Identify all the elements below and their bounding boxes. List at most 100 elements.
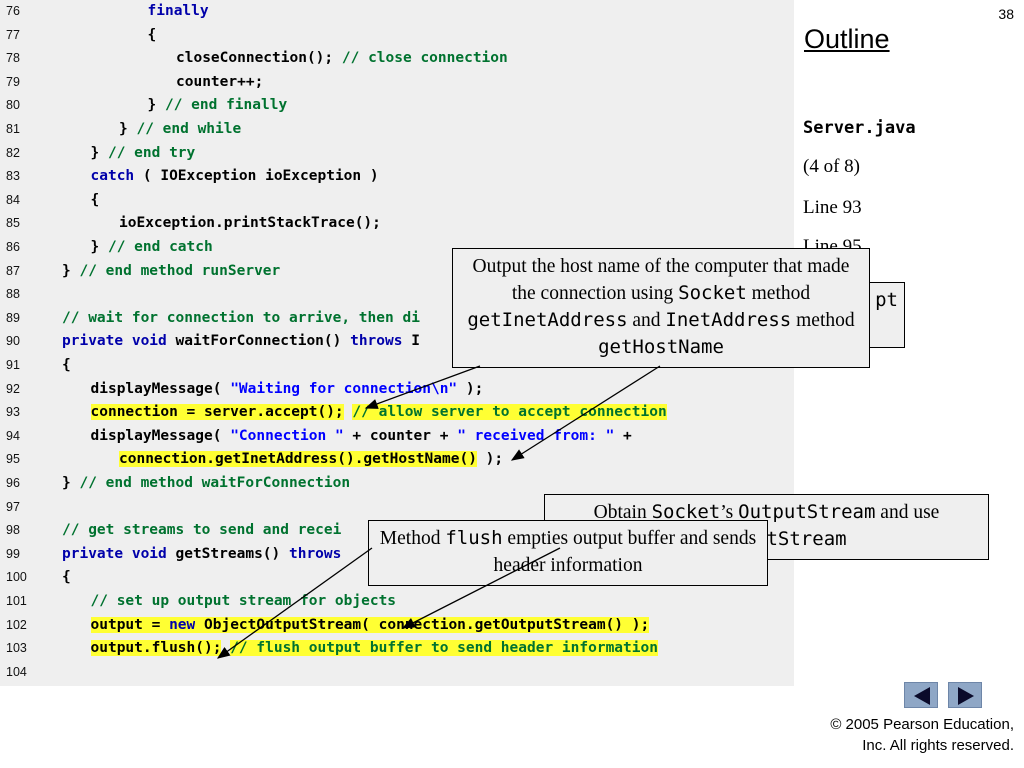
code-token: output = <box>90 616 170 633</box>
code-line: 84 { <box>0 189 794 213</box>
line-number: 99 <box>6 546 20 561</box>
line-number: 98 <box>6 523 20 538</box>
code-token: counter++; <box>176 73 264 90</box>
line-number: 92 <box>6 381 20 396</box>
code-line: 104 <box>0 661 794 685</box>
code-token: } <box>62 262 80 279</box>
code-token: ioException.printStackTrace(); <box>119 215 381 232</box>
code-line: 80} // end finally <box>0 94 794 118</box>
code-line: 96} // end method waitForConnection <box>0 472 794 496</box>
code-token: ); <box>476 451 504 468</box>
code-token: throws <box>350 333 403 350</box>
code-line: 79 counter++; <box>0 71 794 95</box>
code-text: connection.getInetAddress().getHostName(… <box>119 448 503 472</box>
line-number: 76 <box>6 4 20 18</box>
callout-text: InetAddress <box>665 309 792 331</box>
code-text: } // end finally <box>148 94 288 118</box>
line-number: 84 <box>6 192 20 207</box>
code-line: 76 finally <box>0 0 794 24</box>
line-number: 101 <box>6 594 27 608</box>
callout-text: method <box>791 310 855 331</box>
line-number: 88 <box>6 287 20 302</box>
code-text: { <box>91 189 100 213</box>
code-text: { <box>62 354 71 378</box>
line-number: 93 <box>6 405 20 420</box>
line-number: 103 <box>6 641 27 656</box>
slide-number: 38 <box>998 6 1014 22</box>
callout-text: OutputStream <box>738 501 876 523</box>
line-number: 79 <box>6 74 20 89</box>
code-token: // flush output buffer to send header in… <box>230 640 658 657</box>
line-number: 89 <box>6 310 20 325</box>
code-token: { <box>90 191 100 208</box>
line-number: 102 <box>6 617 27 632</box>
code-text: // set up output stream for objects <box>91 590 397 614</box>
code-token: } <box>90 144 108 161</box>
code-text: displayMessage( "Waiting for connection\… <box>91 378 484 402</box>
line-number: 81 <box>6 122 20 136</box>
code-token: // end catch <box>107 239 213 255</box>
code-line: 91{ <box>0 354 794 378</box>
code-text: { <box>62 566 71 590</box>
code-token: ( IOException ioException ) <box>134 168 379 185</box>
callout-text: Method <box>379 528 446 549</box>
code-token <box>123 333 132 349</box>
callout-host-name: Output the host name of the computer tha… <box>452 248 870 368</box>
line-number: 85 <box>6 216 20 231</box>
code-token <box>221 640 230 656</box>
code-token: // end finally <box>164 97 288 114</box>
outline-title[interactable]: Outline <box>804 24 890 54</box>
line-number: 83 <box>6 169 20 184</box>
code-token: "Waiting for connection\n" <box>230 380 458 397</box>
previous-slide-button[interactable] <box>904 682 938 708</box>
code-token: finally <box>147 3 209 19</box>
arrow-left-icon <box>914 687 930 705</box>
file-name: Server.java <box>803 118 916 138</box>
code-token: output.flush(); <box>90 640 222 657</box>
code-token: connection.getInetAddress().getHostName(… <box>119 451 477 468</box>
code-line: 81 } // end while <box>0 118 794 142</box>
code-line: 102 output = new ObjectOutputStream( conn… <box>0 614 794 638</box>
line-number: 80 <box>6 98 20 113</box>
code-token: closeConnection(); <box>176 50 342 67</box>
callout-flush: Method flush empties output buffer and s… <box>368 520 768 586</box>
copyright-line-2: Inc. All rights reserved. <box>862 737 1014 754</box>
callout-text: getInetAddress <box>467 309 628 331</box>
code-token: + counter + <box>343 427 458 444</box>
line-number: 77 <box>6 27 20 42</box>
code-text: catch ( IOException ioException ) <box>91 165 379 189</box>
code-text: output = new ObjectOutputStream( connect… <box>90 614 650 638</box>
code-text: { <box>148 24 157 48</box>
line-number: 87 <box>6 263 20 278</box>
code-text: private void getStreams() throws <box>62 543 341 567</box>
code-line: 92 displayMessage( "Waiting for connectio… <box>0 378 794 402</box>
next-slide-button[interactable] <box>948 682 982 708</box>
code-text: closeConnection(); // close connection <box>176 47 508 71</box>
code-token: } <box>147 97 165 114</box>
code-token: catch <box>90 168 135 185</box>
line-number: 104 <box>6 664 27 679</box>
code-text: // wait for connection to arrive, then d… <box>62 307 420 331</box>
code-token: waitForConnection() <box>166 333 351 350</box>
code-token: ); <box>457 380 484 397</box>
code-token: // end try <box>107 144 196 161</box>
code-token: { <box>62 357 71 373</box>
code-text: counter++; <box>176 71 263 95</box>
code-text: displayMessage( "Connection " + counter … <box>91 425 632 449</box>
callout-text: ’s <box>720 502 739 523</box>
code-token: } <box>119 121 137 137</box>
code-token: ObjectOutputStream( connection.getOutput… <box>195 616 650 633</box>
code-text: } // end while <box>119 118 241 142</box>
code-text: } // end method waitForConnection <box>62 472 350 496</box>
code-token: displayMessage( <box>90 380 231 397</box>
code-token: void <box>131 545 167 562</box>
code-token: getStreams() <box>166 545 289 562</box>
code-line: 87} // end method runServer <box>0 260 794 284</box>
code-line: 86} // end catch <box>0 236 794 260</box>
callout-text: Socket <box>678 282 747 304</box>
line-number: 86 <box>6 240 20 254</box>
